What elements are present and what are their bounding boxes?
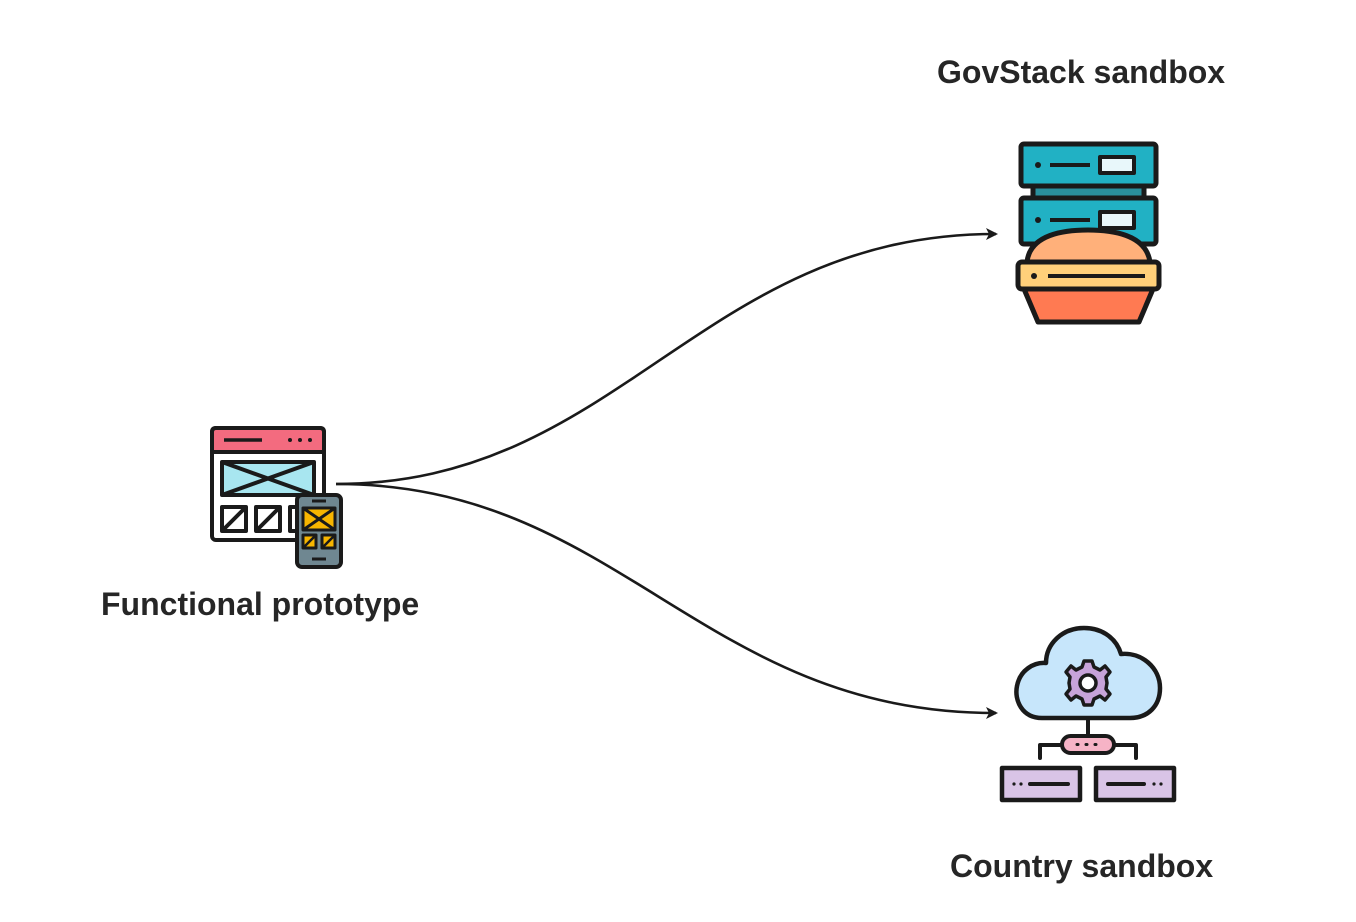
edge-prototype-to-govstack xyxy=(335,228,998,486)
cloud-network-icon xyxy=(999,625,1177,803)
edge-prototype-to-country xyxy=(335,482,998,719)
wireframe-devices-icon xyxy=(210,426,343,569)
functional-prototype-label: Functional prototype xyxy=(101,586,420,622)
server-stack-icon xyxy=(1015,141,1162,325)
govstack-sandbox-label: GovStack sandbox xyxy=(937,54,1226,90)
country-sandbox-label: Country sandbox xyxy=(950,848,1214,884)
